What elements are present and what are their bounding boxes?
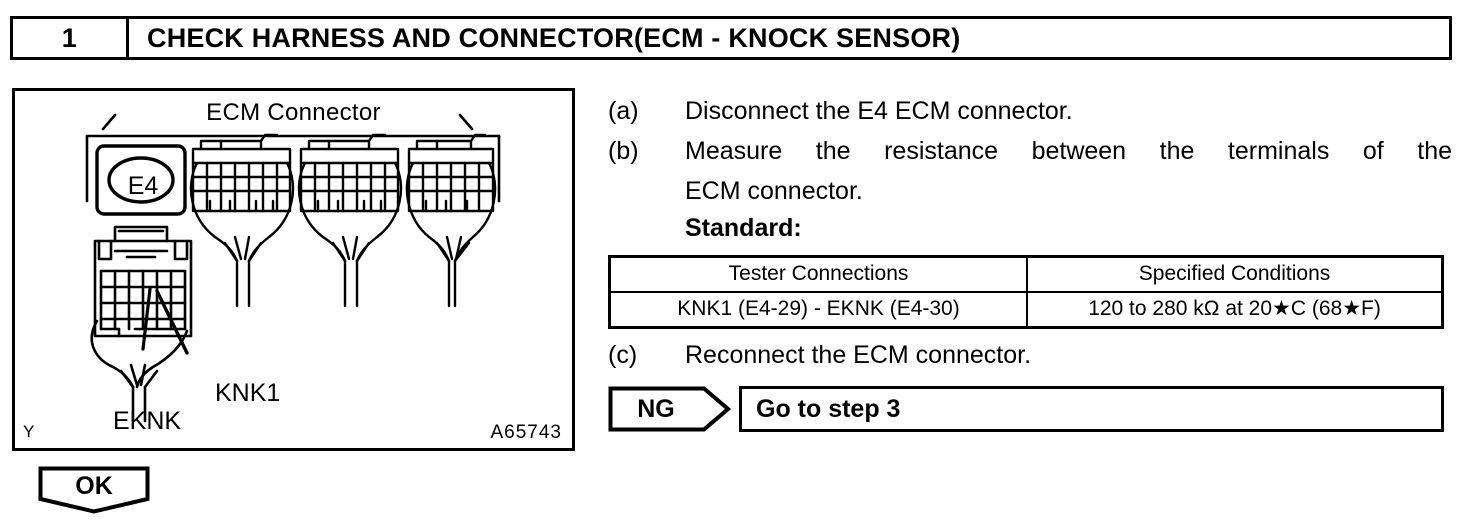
table-header-row: Tester Connections Specified Conditions — [608, 255, 1444, 293]
step-marker-c: (c) — [608, 341, 638, 369]
step-marker-b: (b) — [608, 137, 639, 165]
header-specified-conditions: Specified Conditions — [1026, 255, 1444, 293]
step-title: CHECK HARNESS AND CONNECTOR(ECM - KNOCK … — [147, 22, 961, 53]
step-text-b-continued: ECM connector. — [685, 177, 863, 205]
callout-knk1: KNK1 — [215, 379, 281, 407]
procedure-step-b: (b) Measure the resistance between the t… — [608, 132, 1452, 170]
callout-eknk: EKNK — [113, 407, 182, 435]
ecm-connector-figure: ECM Connector E4 EKNK KNK1 Y A65743 — [12, 88, 575, 451]
procedure-list: (a) Disconnect the E4 ECM connector. (b)… — [608, 92, 1452, 246]
specification-table: Tester Connections Specified Conditions … — [608, 255, 1444, 329]
figure-id: A65743 — [490, 422, 562, 443]
ng-arrow-shape — [608, 386, 731, 432]
ng-tag-label: NG — [637, 394, 675, 423]
result-row-ng: NG Go to step 3 — [608, 386, 1444, 432]
connector-badge-e4: E4 — [127, 171, 159, 200]
ok-tag-label: OK — [75, 471, 113, 500]
standard-label: Standard: — [685, 214, 802, 242]
ng-tag: NG — [608, 386, 731, 432]
step-title-bar: 1 CHECK HARNESS AND CONNECTOR(ECM - KNOC… — [10, 16, 1452, 60]
cell-tester-connection: KNK1 (E4-29) - EKNK (E4-30) — [608, 291, 1029, 329]
ok-pentagon-shape — [38, 466, 150, 514]
step-marker-a: (a) — [608, 97, 639, 125]
cell-specified-condition: 120 to 280 kΩ at 20★C (68★F) — [1026, 291, 1444, 329]
ng-action-box[interactable]: Go to step 3 — [739, 386, 1444, 432]
procedure-step-a: (a) Disconnect the E4 ECM connector. — [608, 92, 1452, 130]
ok-tag: OK — [38, 466, 150, 514]
step-text-a: Disconnect the E4 ECM connector. — [685, 97, 1073, 125]
step-number: 1 — [13, 19, 129, 57]
step-text-c: Reconnect the ECM connector. — [685, 341, 1032, 369]
orientation-mark: Y — [23, 422, 35, 441]
table-row: KNK1 (E4-29) - EKNK (E4-30) 120 to 280 k… — [608, 291, 1444, 329]
header-tester-connections: Tester Connections — [608, 255, 1029, 293]
procedure-step-c: (c) Reconnect the ECM connector. — [608, 336, 1452, 374]
figure-caption: ECM Connector — [206, 99, 381, 126]
step-text-b: Measure the resistance between the termi… — [685, 137, 1452, 165]
connector-illustration — [85, 113, 501, 423]
